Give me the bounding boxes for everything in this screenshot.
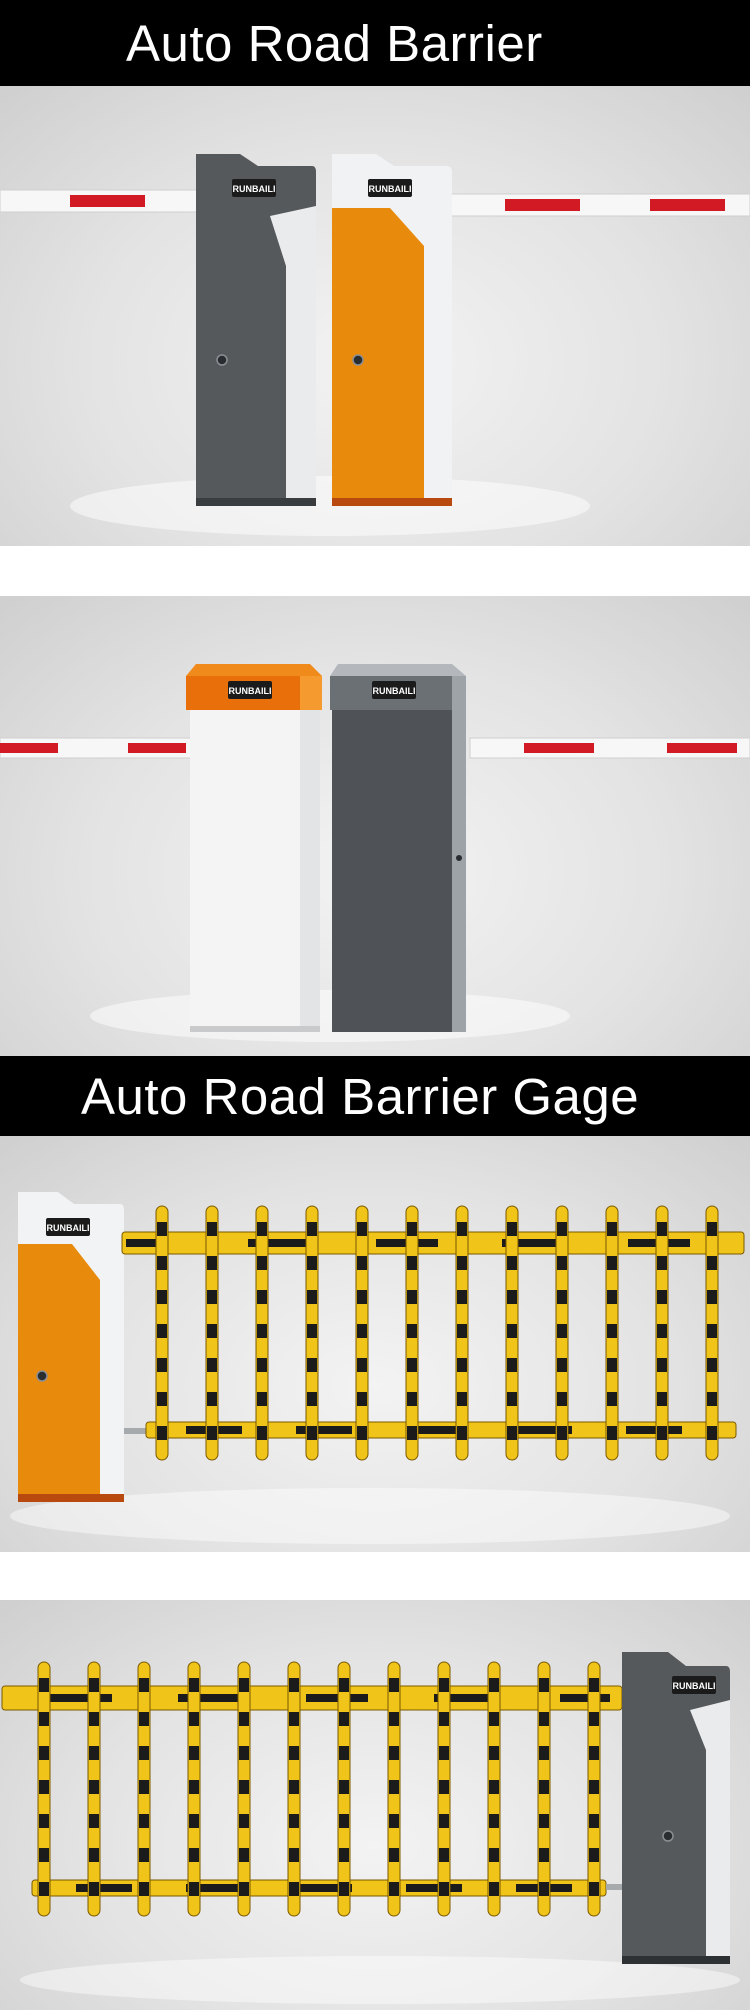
fence-gate-cabinet-gray [622,1652,730,1964]
fence-picket [337,1661,351,1917]
fence-picket [505,1205,519,1461]
fence-picket [587,1661,601,1917]
fence-picket [37,1661,51,1917]
barrier-cabinet-gray [196,154,316,506]
product-image-fence-gate-1: RUNBAILI [0,1136,750,1552]
brand-label: RUNBAILI [47,1223,90,1233]
fence-picket [437,1661,451,1917]
fence-picket [87,1661,101,1917]
fence-picket [137,1661,151,1917]
fence-picket [205,1205,219,1461]
fence-picket [655,1205,669,1461]
banner-title: Auto Road Barrier Gage [81,1067,640,1125]
title-banner-gage: Auto Road Barrier Gage [0,1056,750,1136]
fence-gate-boom [121,1205,745,1461]
brand-label: RUNBAILI [373,686,416,696]
fence-picket [255,1205,269,1461]
fence-picket [187,1661,201,1917]
barrier-cabinet-gray [330,664,466,1032]
banner-title: Auto Road Barrier [126,14,543,72]
fence-picket [237,1661,251,1917]
fence-picket [287,1661,301,1917]
fence-picket [537,1661,551,1917]
fence-picket [355,1205,369,1461]
barrier-boom-right [469,737,750,759]
fence-picket [455,1205,469,1461]
product-image-barrier-pair-1: RUNBAILI RUNBAILI [0,86,750,546]
barrier-cabinet-orange [332,154,452,506]
fence-picket [387,1661,401,1917]
fence-picket [705,1205,719,1461]
fence-gate-cabinet-orange [18,1192,146,1502]
fence-picket [555,1205,569,1461]
fence-picket [605,1205,619,1461]
fence-picket [305,1205,319,1461]
brand-label: RUNBAILI [369,184,412,194]
barrier-boom-right [449,193,750,217]
barrier-cabinet-white [186,664,322,1032]
barrier-boom-left [0,737,193,759]
product-image-fence-gate-2: RUNBAILI [0,1600,750,2010]
brand-label: RUNBAILI [229,686,272,696]
brand-label: RUNBAILI [233,184,276,194]
product-image-barrier-pair-2: RUNBAILI RUNBAILI [0,596,750,1056]
fence-picket [405,1205,419,1461]
fence-gate-boom [1,1661,626,1917]
title-banner-barrier: Auto Road Barrier [0,0,750,86]
brand-label: RUNBAILI [673,1681,716,1691]
fence-picket [487,1661,501,1917]
fence-picket [155,1205,169,1461]
barrier-boom-left [0,189,201,213]
